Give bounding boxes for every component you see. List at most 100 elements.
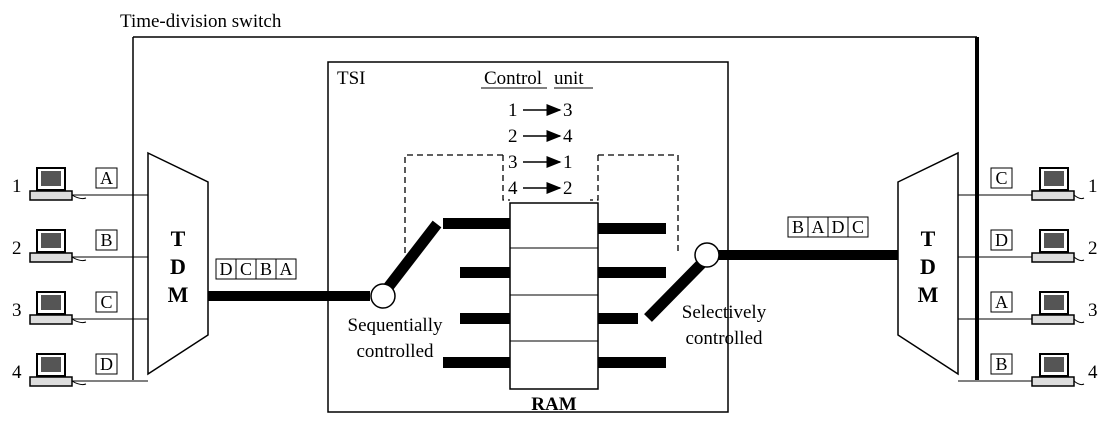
left-slot-letter: B xyxy=(100,230,112,250)
right-slot-box xyxy=(990,291,1013,313)
right-computer-1: C 1 xyxy=(958,167,1098,201)
left-tdm-mux: T D M xyxy=(147,151,209,376)
output-frame-letter: A xyxy=(812,217,825,237)
right-slot-letter: D xyxy=(995,230,1008,250)
ram-output-bar-3 xyxy=(598,313,638,324)
right-computer-number: 2 xyxy=(1088,238,1098,259)
left-computer-2: 2 B xyxy=(12,229,148,263)
computer-icon xyxy=(1031,353,1085,387)
computer-icon xyxy=(1031,291,1085,325)
input-frame: D C B A xyxy=(215,258,297,280)
output-frame: B A D C xyxy=(787,216,869,238)
ram-input-bar-2 xyxy=(460,267,510,278)
right-computer-number: 4 xyxy=(1088,362,1098,383)
ram-label: RAM xyxy=(531,394,576,415)
mapping-to: 2 xyxy=(563,178,573,199)
left-computer-number: 1 xyxy=(12,176,22,197)
sequential-label-line2: controlled xyxy=(356,341,434,362)
computer-icon xyxy=(1031,229,1085,263)
mapping-to: 3 xyxy=(563,100,573,121)
selective-switch-pivot xyxy=(694,242,720,268)
left-computer-number: 3 xyxy=(12,300,22,321)
control-unit-title-part2: unit xyxy=(554,68,584,89)
left-slot-letter: A xyxy=(100,168,113,188)
output-frame-letter: B xyxy=(792,217,804,237)
right-computers: C 1 D 2 A xyxy=(958,167,1098,387)
control-unit-title-part1: Control xyxy=(484,68,542,89)
computer-icon xyxy=(1031,167,1085,201)
control-mapping: 4 2 xyxy=(508,178,573,199)
left-computer-1: 1 A xyxy=(12,167,148,201)
ram-input-bar-3 xyxy=(460,313,510,324)
selective-label-line1: Selectively xyxy=(682,302,767,323)
right-slot-box xyxy=(990,167,1013,189)
right-computer-4: B 4 xyxy=(958,353,1098,387)
right-slot-box xyxy=(990,229,1013,251)
computer-icon xyxy=(29,353,87,387)
left-slot-box xyxy=(95,291,118,313)
left-slot-letter: D xyxy=(100,354,113,374)
right-slot-box xyxy=(990,353,1013,375)
left-slot-box xyxy=(95,229,118,251)
ram-block xyxy=(509,202,599,390)
left-slot-letter: C xyxy=(100,292,112,312)
tsi-box xyxy=(327,61,729,413)
right-slot-letter: A xyxy=(995,292,1008,312)
left-computer-4: 4 D xyxy=(12,353,148,387)
mapping-from: 3 xyxy=(508,152,518,173)
left-tdm-t: T xyxy=(171,226,186,251)
ram-output-bar-2 xyxy=(598,267,666,278)
output-frame-letter: C xyxy=(852,217,864,237)
sequential-switch-pivot xyxy=(370,283,396,309)
sequential-label-line1: Sequentially xyxy=(348,315,443,336)
right-tdm-t: T xyxy=(921,226,936,251)
ram-input-bar-1 xyxy=(443,218,510,229)
mapping-from: 4 xyxy=(508,178,518,199)
left-tdm-d: D xyxy=(170,254,186,279)
control-line-right xyxy=(598,154,679,255)
left-slot-box xyxy=(95,167,118,189)
mapping-to: 4 xyxy=(563,126,573,147)
input-frame-letter: D xyxy=(220,259,233,279)
right-computer-2: D 2 xyxy=(958,229,1098,263)
left-slot-box xyxy=(95,353,118,375)
ram-output-bar-1 xyxy=(598,223,666,234)
left-computer-number: 4 xyxy=(12,362,22,383)
mapping-from: 1 xyxy=(508,100,518,121)
computer-icon xyxy=(29,167,87,201)
left-tdm-m: M xyxy=(168,282,189,307)
control-mapping: 2 4 xyxy=(508,126,573,147)
input-frame-letter: B xyxy=(260,259,272,279)
input-frame-letter: C xyxy=(240,259,252,279)
right-tdm-m: M xyxy=(918,282,939,307)
switch-title: Time-division switch xyxy=(120,11,282,32)
right-slot-letter: C xyxy=(995,168,1007,188)
tsi-label: TSI xyxy=(337,68,366,89)
right-computer-number: 3 xyxy=(1088,300,1098,321)
selective-switch-arm xyxy=(644,256,709,322)
ram-output-bar-4 xyxy=(598,357,666,368)
computer-icon xyxy=(29,229,87,263)
right-tdm-demux: T D M xyxy=(897,151,959,376)
input-frame-letter: A xyxy=(280,259,293,279)
right-computer-3: A 3 xyxy=(958,291,1098,325)
right-computer-number: 1 xyxy=(1088,176,1098,197)
mapping-to: 1 xyxy=(563,152,573,173)
control-unit: Control unit 1 3 2 4 3 1 4 2 xyxy=(404,68,679,255)
ram-input-bar-4 xyxy=(443,357,510,368)
control-mapping: 3 1 xyxy=(508,152,573,173)
input-frame-slot xyxy=(275,258,297,280)
selective-label-line2: controlled xyxy=(685,328,763,349)
right-tdm-d: D xyxy=(920,254,936,279)
output-frame-letter: D xyxy=(832,217,845,237)
control-line-left xyxy=(404,154,503,255)
computer-icon xyxy=(29,291,87,325)
left-computers: 1 A 2 B 3 xyxy=(12,167,148,387)
mapping-from: 2 xyxy=(508,126,518,147)
left-computer-number: 2 xyxy=(12,238,22,259)
output-frame-slot xyxy=(847,216,869,238)
sequential-switch-arm xyxy=(378,220,442,298)
ram: RAM xyxy=(509,202,599,415)
right-slot-letter: B xyxy=(995,354,1007,374)
